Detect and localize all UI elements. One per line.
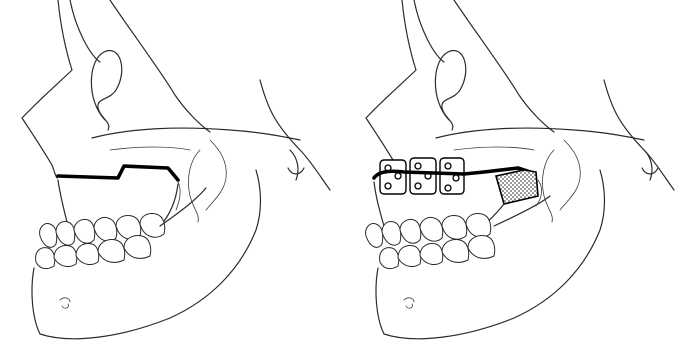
skull-profile-before	[0, 0, 344, 354]
zygomatic-arch	[92, 128, 300, 140]
plate-2	[410, 158, 436, 194]
nasal-profile	[22, 0, 72, 178]
ear	[435, 51, 465, 130]
osteotomy-line	[58, 166, 178, 180]
skull-profile-after	[344, 0, 688, 354]
ear	[91, 51, 121, 130]
orbit-rim	[70, 0, 100, 62]
plate-1	[380, 160, 406, 194]
panel-after	[344, 0, 688, 354]
nasal-profile	[366, 0, 416, 178]
fixation-plates	[380, 158, 464, 194]
zygomatic-arch	[436, 128, 644, 140]
bone-graft	[496, 170, 538, 204]
plate-3	[440, 158, 464, 194]
panel-before	[0, 0, 344, 354]
